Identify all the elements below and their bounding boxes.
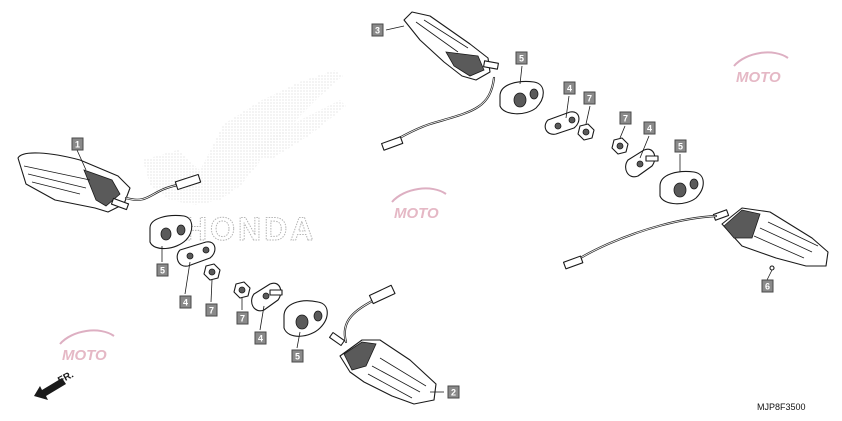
moto-watermark-logo: MOTO (59, 329, 115, 364)
callout-part-7: 7 (583, 91, 596, 105)
turn-signal-left-front (17, 152, 202, 213)
svg-text:7: 7 (587, 94, 592, 104)
bracket-part-4 (544, 111, 580, 135)
spacer-part-5 (659, 170, 704, 205)
svg-text:5: 5 (295, 352, 300, 362)
nut-part-7 (611, 137, 629, 155)
diagram-code: MJP8F3500 (757, 402, 806, 412)
callout-part-7: 7 (619, 111, 632, 125)
svg-text:MOTO: MOTO (62, 347, 107, 364)
callout-part-5: 5 (515, 51, 528, 65)
svg-text:4: 4 (647, 124, 652, 134)
callout-part-3: 3 (371, 23, 384, 37)
callout-part-4: 4 (254, 331, 267, 345)
callout-part-4: 4 (643, 121, 656, 135)
front-direction-arrow: FR. (34, 369, 76, 400)
svg-text:7: 7 (623, 114, 628, 124)
svg-text:5: 5 (519, 54, 524, 64)
svg-text:MOTO: MOTO (394, 205, 439, 222)
callout-part-2: 2 (447, 385, 460, 399)
callout-part-7: 7 (236, 311, 249, 325)
svg-text:4: 4 (567, 84, 572, 94)
svg-text:MOTO: MOTO (736, 69, 781, 86)
callout-part-6: 6 (761, 279, 774, 293)
svg-text:4: 4 (183, 298, 188, 308)
svg-text:7: 7 (240, 314, 245, 324)
nut-part-7 (233, 281, 251, 299)
svg-text:7: 7 (209, 306, 214, 316)
spacer-part-5 (149, 214, 193, 250)
svg-text:3: 3 (375, 26, 380, 36)
callout-part-5: 5 (291, 349, 304, 363)
bracket-part-4 (251, 282, 283, 312)
callout-part-1: 1 (71, 137, 84, 151)
svg-text:2: 2 (451, 388, 456, 398)
callout-part-5: 5 (674, 139, 687, 153)
svg-text:6: 6 (765, 282, 770, 292)
callout-leaders (76, 25, 773, 393)
svg-text:1: 1 (75, 140, 80, 150)
svg-text:4: 4 (258, 334, 263, 344)
callout-part-4: 4 (563, 81, 576, 95)
nut-part-7 (577, 123, 595, 141)
spacer-part-5 (499, 80, 544, 115)
honda-wing-watermark (143, 70, 346, 205)
nut-part-7 (203, 263, 221, 281)
svg-text:5: 5 (678, 142, 683, 152)
turn-signal-left-rear (381, 11, 499, 151)
moto-watermark-logo: MOTO (391, 187, 447, 222)
turn-signal-right-rear (328, 284, 437, 405)
moto-watermark-logo: MOTO (733, 51, 789, 86)
front-direction-label: FR. (56, 369, 76, 386)
callout-part-7: 7 (205, 303, 218, 317)
callout-part-5: 5 (156, 263, 169, 277)
callout-part-4: 4 (179, 295, 192, 309)
bracket-part-4 (176, 241, 216, 267)
honda-wordmark-watermark: HONDA (184, 211, 316, 247)
spacer-part-5 (283, 300, 328, 337)
turn-signal-right-front (562, 207, 829, 271)
svg-text:5: 5 (160, 266, 165, 276)
bracket-part-4 (625, 148, 659, 178)
